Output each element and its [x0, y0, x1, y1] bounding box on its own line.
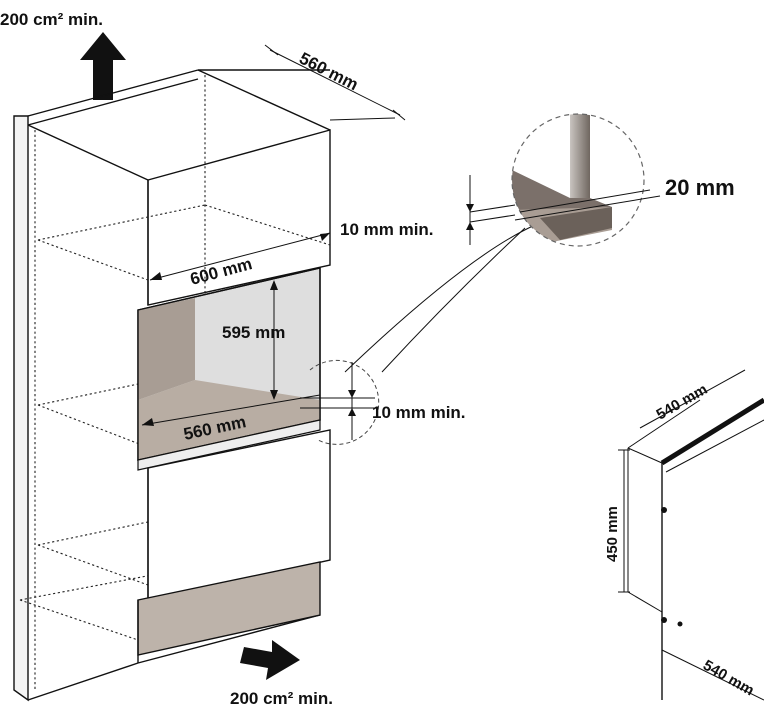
lower-box — [147, 429, 331, 601]
width-600-dimension — [149, 232, 331, 281]
drawer-540-top-label: 540 mm — [654, 381, 711, 424]
width-560-dimension — [141, 394, 321, 426]
cabinet-outline — [13, 69, 331, 702]
gap-detail-large-circle — [511, 113, 661, 247]
gap-lower-label: 10 mm min. — [372, 403, 466, 422]
drawer-unit — [627, 397, 764, 712]
drawer-450-label: 450 mm — [604, 506, 621, 562]
height-595-label: 595 mm — [222, 323, 285, 342]
drawer-height-dimension — [618, 449, 630, 593]
gap-upper-label: 10 mm min. — [340, 220, 434, 239]
top-vent-arrow — [80, 32, 126, 100]
height-595-dimension — [270, 280, 278, 400]
top-vent-label: 200 cm² min. — [0, 10, 103, 29]
drawer-depth-top-dimension — [639, 369, 746, 429]
detail-leader-lines — [344, 224, 536, 373]
oven-niche — [137, 267, 321, 471]
gap-upper-dimension — [466, 175, 516, 245]
depth-560-top-label: 560 mm — [296, 49, 361, 95]
gap-detail-small-circle — [300, 359, 380, 445]
bottom-shelf — [137, 561, 321, 663]
bottom-vent-label: 200 cm² min. — [230, 689, 333, 708]
depth-dimension-top — [264, 44, 406, 121]
bottom-vent-arrow — [240, 640, 300, 680]
detail-20-label: 20 mm — [665, 175, 735, 200]
